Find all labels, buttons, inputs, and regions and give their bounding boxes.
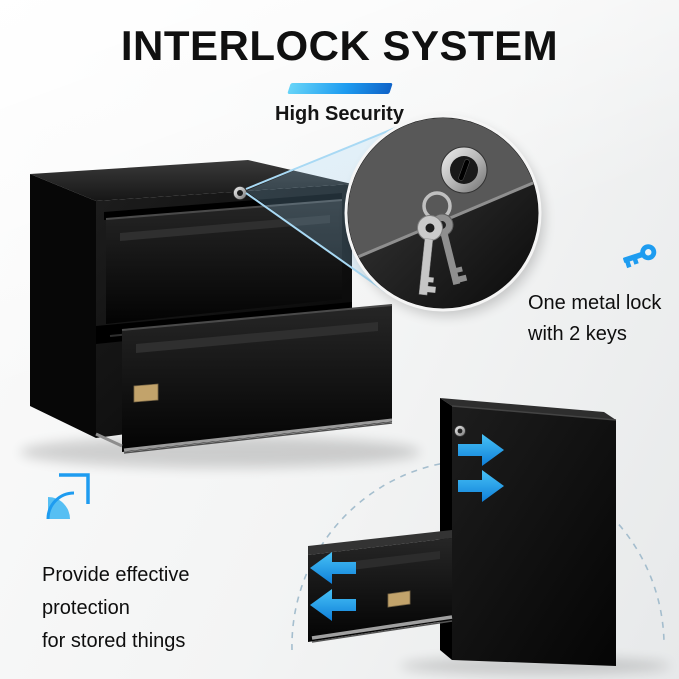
drawer-label [133, 383, 159, 403]
keys-on-ring-icon [417, 191, 468, 296]
arrows-right-icon [458, 434, 504, 502]
lock-keyhole-icon [440, 146, 488, 194]
drawer-slide-rail [123, 418, 393, 452]
protection-feature-text: Provide effective protection for stored … [42, 559, 190, 658]
sliding-drawer [308, 530, 453, 643]
page-title: INTERLOCK SYSTEM [120, 22, 559, 69]
accent-divider [286, 83, 393, 94]
lock-closeup-inset [344, 114, 544, 316]
drawer-label [387, 590, 411, 608]
lock-feature-line1: One metal lock [528, 292, 662, 314]
side-cabinet-lock-icon [454, 425, 466, 437]
corner-shield-icon [46, 473, 90, 520]
magnifier-callout [245, 123, 406, 293]
lock-feature-text: One metal lock with 2 keys [528, 288, 661, 350]
subtitle: High Security [275, 103, 404, 125]
protection-feature-line3: for stored things [42, 630, 186, 652]
key-icon [623, 244, 657, 269]
bottom-drawer-extended [95, 304, 393, 454]
protection-feature-line1: Provide effective [42, 564, 190, 586]
file-cabinet-image [20, 160, 420, 468]
arrows-left-icon [310, 552, 356, 621]
cabinet-shadow [20, 436, 420, 468]
drawer-slide-rail [311, 615, 453, 640]
header: INTERLOCK SYSTEM High Security [0, 22, 679, 126]
protection-feature-line2: protection [42, 597, 130, 619]
cabinet-lock-icon [233, 186, 247, 200]
cabinet-side-view-image [291, 398, 670, 675]
top-drawer [104, 193, 343, 324]
rotation-arc [291, 459, 665, 651]
lock-feature-line2: with 2 keys [528, 323, 627, 345]
